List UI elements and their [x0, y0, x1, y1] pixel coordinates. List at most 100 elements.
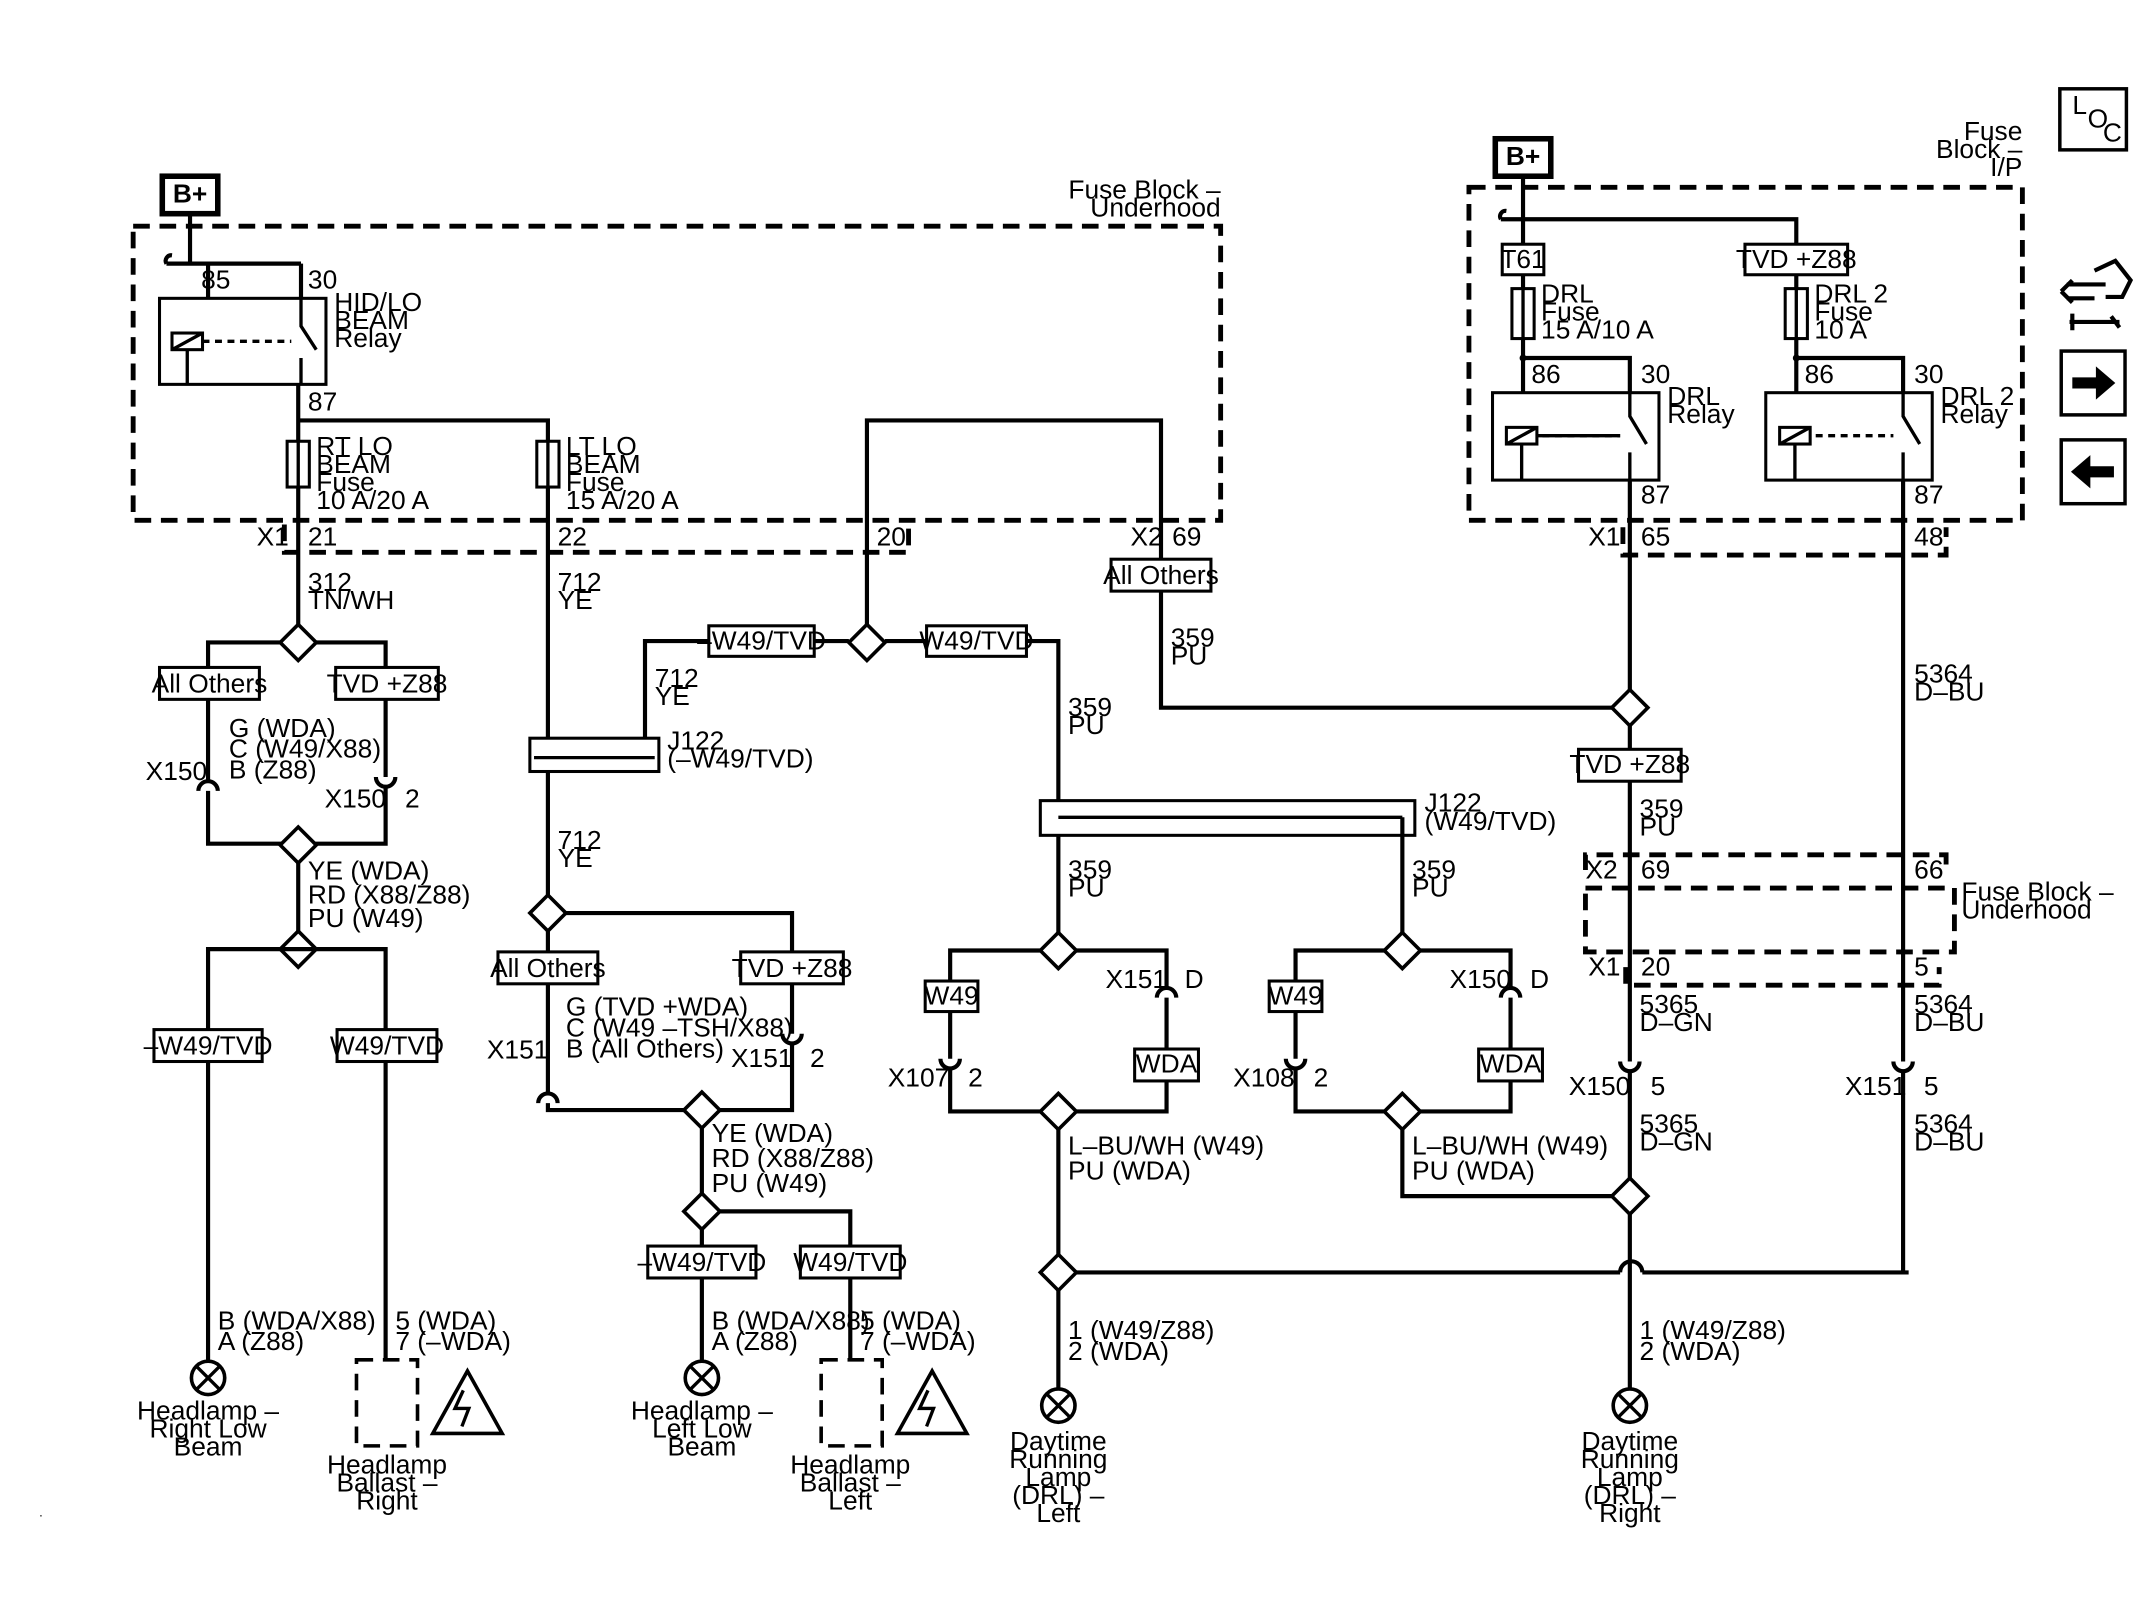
neg-w49-tvd-top: –W49/TVD — [697, 625, 826, 655]
bplus-left: B+ — [159, 173, 301, 266]
drl-left-4: (DRL) – — [1012, 1480, 1105, 1510]
w712a-2: YE — [558, 585, 593, 615]
j122a-1: J122 — [667, 725, 724, 755]
loc-o: O — [2088, 104, 2108, 134]
tvd-z88-left: TVD +Z88 — [327, 668, 448, 698]
loc-button[interactable]: L O C — [2058, 87, 2129, 152]
pin-30: 30 — [308, 265, 337, 295]
left-lamp-pins-1: B (WDA/X88) — [218, 1305, 376, 1335]
w359a-1: 359 — [1171, 623, 1215, 653]
lt-fuse-4: 15 A/20 A — [566, 485, 679, 515]
rt-fuse-1: RT LO — [316, 431, 393, 461]
hid-relay-label-2: BEAM — [334, 305, 409, 335]
mid-pins-3: B (All Others) — [566, 1033, 724, 1063]
w5364c-1: 5364 — [1914, 1108, 1973, 1138]
tvd-z88-ip: TVD +Z88 — [1736, 244, 1857, 274]
fuse-block-ip-title-2: Block – — [1936, 134, 2023, 164]
corner-mark: · — [39, 1508, 43, 1522]
mid-ballast-label-3: Left — [828, 1486, 873, 1516]
right-pin66: 66 — [1914, 854, 1943, 884]
left-ballast-pins-2: 7 (–WDA) — [395, 1326, 511, 1356]
mid-colors-2: RD (X88/Z88) — [712, 1143, 874, 1173]
pin-21: 21 — [308, 521, 337, 551]
w359e-1: 359 — [1640, 793, 1684, 823]
mid-ballast-pins-1: 5 (WDA) — [860, 1305, 961, 1335]
connector-tool-icon[interactable] — [2059, 258, 2134, 331]
pin-87a: 87 — [1641, 480, 1670, 510]
fuse-block-underhood: Fuse Block – Underhood — [130, 174, 1224, 555]
w359b-2: PU — [1068, 710, 1105, 740]
right-x151: X151 — [1845, 1071, 1907, 1101]
loc-c: C — [2103, 118, 2122, 148]
drl-fuse-1: DRL — [1541, 278, 1594, 308]
pin20-pin69-loop: All Others 359 PU — [864, 418, 1612, 710]
mid-pins-1: G (TVD +WDA) — [566, 992, 748, 1022]
mid-colors-3: PU (W49) — [712, 1168, 828, 1198]
left-pins-3: B (Z88) — [229, 754, 317, 784]
left-lamp-label-1: Headlamp – — [137, 1396, 279, 1426]
all-others-label-69: All Others — [1103, 560, 1219, 590]
arrow-left-icon[interactable] — [2059, 438, 2127, 506]
j122a-2: (–W49/TVD) — [667, 743, 813, 773]
left-lamp-pins-2: A (Z88) — [218, 1326, 304, 1356]
arrow-right-icon[interactable] — [2059, 349, 2127, 417]
hid-relay-label-3: Relay — [334, 323, 402, 353]
all-others-mid: All Others — [490, 953, 606, 983]
pin2-x107: 2 — [968, 1062, 983, 1092]
w5365b-2: D–GN — [1640, 1126, 1713, 1156]
drl-relay-2: Relay — [1667, 399, 1735, 429]
lt-fuse-2: BEAM — [566, 449, 641, 479]
w5365a-2: D–GN — [1640, 1007, 1713, 1037]
pin-87b: 87 — [1914, 480, 1943, 510]
left-lamp-label-2: Right Low — [149, 1414, 267, 1444]
left-low-beam-branch: 712 YE –W49/TVD W49/TVD 712 YE J122 (–W4… — [487, 567, 1061, 1516]
w5364b-1: 5364 — [1914, 989, 1973, 1019]
colors-a-1: L–BU/WH (W49) — [1068, 1130, 1264, 1160]
left-ballast-label-1: Headlamp — [327, 1450, 447, 1480]
drl-fuse-2: Fuse — [1541, 297, 1600, 327]
drl-left-5: Left — [1036, 1498, 1081, 1528]
bplus-right: B+ — [1506, 141, 1540, 171]
wda-a: WDA — [1136, 1049, 1198, 1079]
w5364c-2: D–BU — [1914, 1126, 1984, 1156]
pin-65: 65 — [1641, 521, 1670, 551]
high-voltage-warning-icon-2 — [894, 1367, 970, 1436]
w359b-1: 359 — [1068, 692, 1112, 722]
drl-right-1: Daytime — [1582, 1426, 1679, 1456]
all-others-left: All Others — [152, 668, 268, 698]
pin-20: 20 — [877, 521, 906, 551]
pin2-mid: 2 — [810, 1043, 825, 1073]
drl2-fuse-1: DRL 2 — [1814, 278, 1888, 308]
w712c-1: 712 — [558, 825, 602, 855]
w359d-1: 359 — [1412, 854, 1456, 884]
mid-lamp-label-1: Headlamp – — [631, 1396, 773, 1426]
neg-w49-tvd-mid: –W49/TVD — [637, 1247, 766, 1277]
drl-left-1: Daytime — [1010, 1426, 1107, 1456]
mid-lamp-pins-1: B (WDA/X88) — [712, 1305, 870, 1335]
left-ballast-pins-1: 5 (WDA) — [395, 1305, 496, 1335]
w49-tvd-left: W49/TVD — [330, 1031, 444, 1061]
drl-left-pins-2: 2 (WDA) — [1068, 1336, 1169, 1366]
right-fb-underhood-1: Fuse Block – — [1961, 877, 2114, 907]
drl-left-3: Lamp — [1025, 1462, 1091, 1492]
drl2-fuse-2: Fuse — [1814, 297, 1873, 327]
left-colors-2: RD (X88/Z88) — [308, 879, 470, 909]
mid-lamp-label-2: Left Low — [652, 1414, 753, 1444]
pin-22: 22 — [558, 521, 587, 551]
drl-relay-1: DRL — [1667, 381, 1720, 411]
lt-fuse-1: LT LO — [566, 431, 637, 461]
fuse-block-ip-title-1: Fuse — [1964, 116, 2023, 146]
w359a-2: PU — [1171, 641, 1208, 671]
right-pin5a: 5 — [1651, 1071, 1666, 1101]
bplus-label: B+ — [173, 179, 207, 209]
colors-a-2: PU (WDA) — [1068, 1155, 1191, 1185]
w49-b: W49 — [1268, 981, 1322, 1011]
right-fb-underhood-2: Underhood — [1961, 895, 2091, 925]
w712c-2: YE — [558, 843, 593, 873]
conn-x2: X2 — [1130, 521, 1162, 551]
rt-fuse-4: 10 A/20 A — [316, 485, 429, 515]
x151-drl: X151 — [1106, 964, 1168, 994]
pin-69: 69 — [1172, 521, 1201, 551]
mid-lamp-pins-2: A (Z88) — [712, 1326, 798, 1356]
